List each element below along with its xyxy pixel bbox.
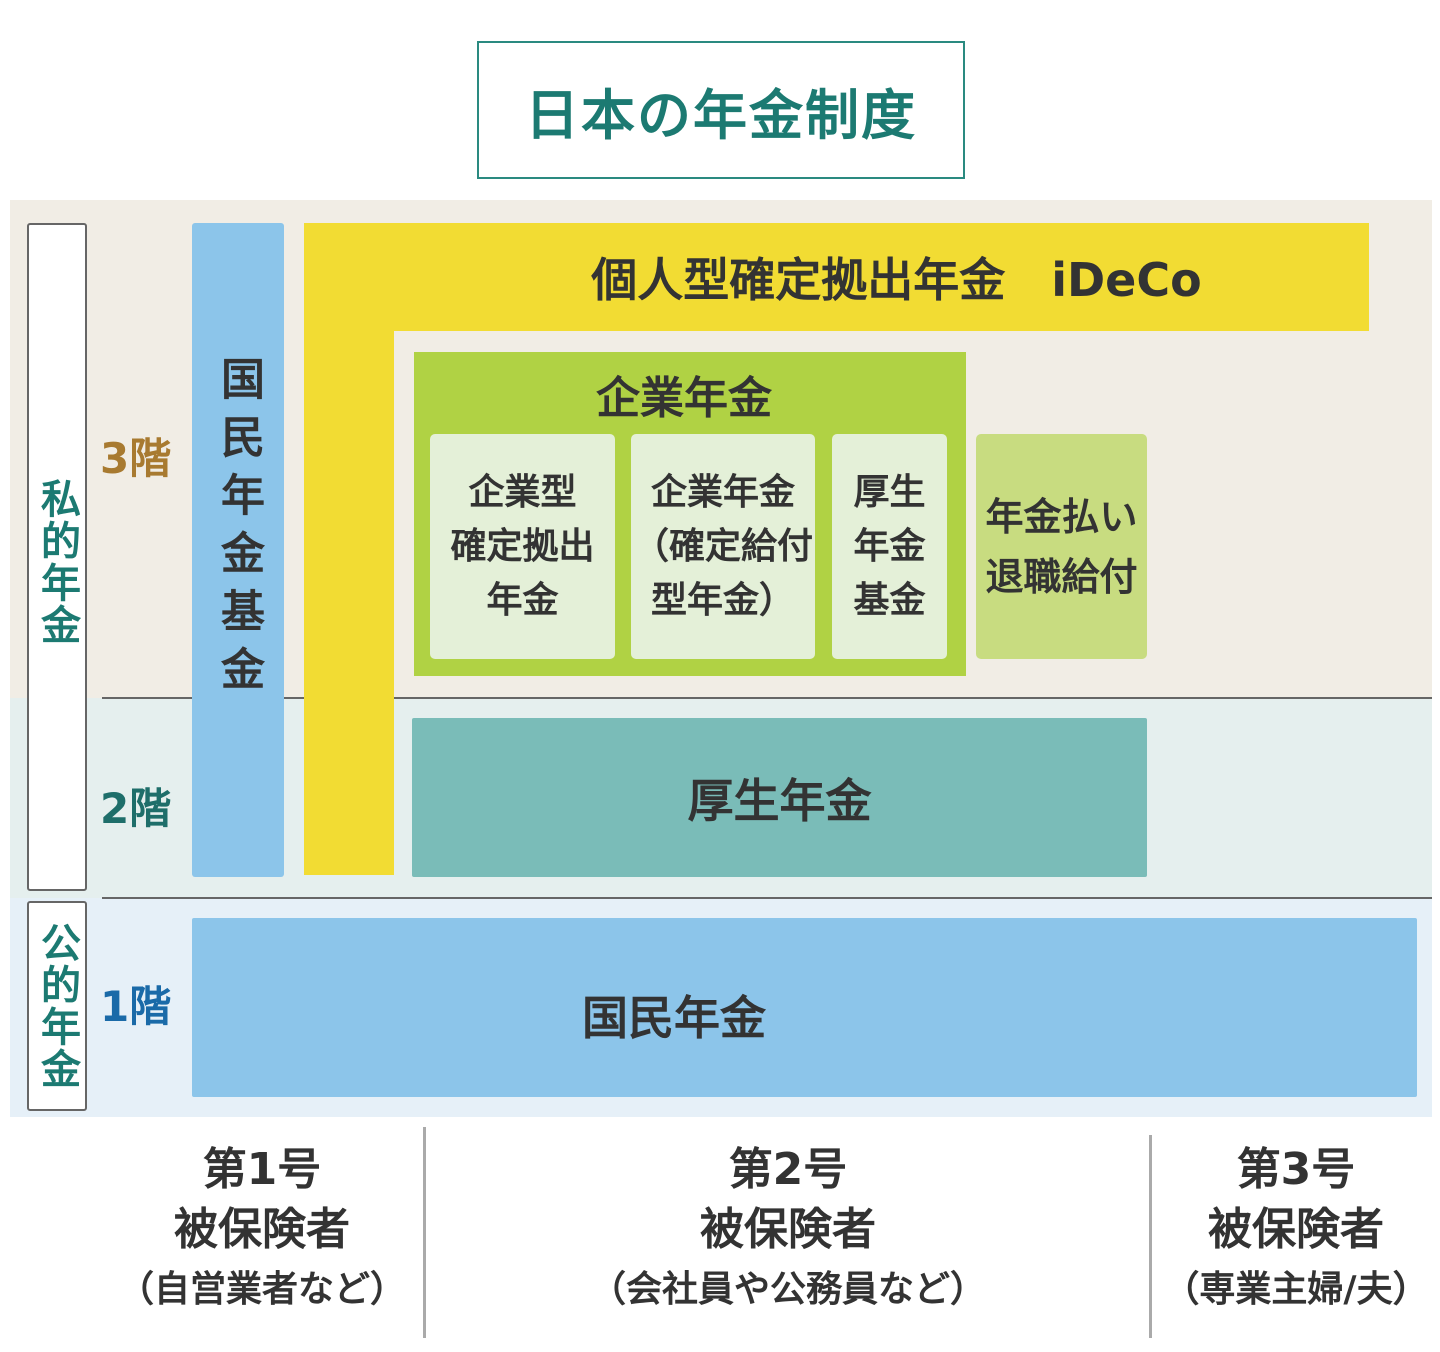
kigyo-dc-block: 企業型確定拠出年金 <box>430 434 615 659</box>
floor-3-label: 3階 <box>100 434 172 483</box>
insured-2: 第2号被保険者 （会社員や公務員など） <box>426 1140 1150 1320</box>
text-line: 厚生 <box>853 471 926 513</box>
kokumin-nenkin-text: 国民年金 <box>582 991 766 1045</box>
ideco-vertical-bar <box>304 223 394 875</box>
kokumin-nenkin-kikin-block: 国民年金基金 <box>192 223 284 877</box>
insured-3: 第3号被保険者 （専業主婦/夫） <box>1152 1140 1440 1320</box>
public-pension-label: 公的年金 <box>27 901 87 1111</box>
text-line: （確定給付 <box>632 525 813 567</box>
kigyo-db-block: 企業年金 （確定給付型年金） <box>631 434 815 659</box>
ideco-text: 個人型確定拠出年金 iDeCo <box>591 253 1202 307</box>
kosei-nenkin-block: 厚生年金 <box>412 718 1147 877</box>
insured-1: 第1号被保険者 （自営業者など） <box>100 1140 424 1320</box>
text-line: 被保険者 <box>174 1204 350 1255</box>
text-line: 被保険者 <box>1208 1204 1384 1255</box>
kokumin-nenkin-block: 国民年金 <box>192 918 1417 1097</box>
column-divider <box>423 1127 426 1338</box>
page-title: 日本の年金制度 <box>477 41 965 179</box>
private-pension-label: 私的年金 <box>27 223 87 891</box>
floor-2-label: 2階 <box>100 784 172 833</box>
divider-line <box>102 897 1432 899</box>
ideco-block: 個人型確定拠出年金 iDeCo <box>304 223 1369 331</box>
text-line: 確定拠出 <box>450 525 595 567</box>
text-line: 第3号 <box>1236 1144 1356 1195</box>
private-pension-text: 私的年金 <box>34 478 80 646</box>
kokumin-nenkin-kikin-text: 国民年金基金 <box>213 356 264 704</box>
public-pension-text: 公的年金 <box>34 922 80 1090</box>
text-line: 企業年金 <box>650 471 795 513</box>
text-line: 年金 <box>853 525 926 567</box>
text-line: 被保険者 <box>700 1204 876 1255</box>
text-line: 企業型 <box>468 471 577 513</box>
floor-1-label: 1階 <box>100 982 172 1031</box>
nenkin-barai-block: 年金払い退職給付 <box>976 434 1147 659</box>
text-line: （自営業者など） <box>117 1269 406 1310</box>
kigyo-nenkin-title: 企業年金 <box>596 373 772 424</box>
text-line: 年金 <box>486 579 559 621</box>
text-line: 型年金） <box>650 579 795 621</box>
kosei-nenkin-text: 厚生年金 <box>687 773 872 828</box>
text-line: 年金払い <box>985 494 1138 539</box>
text-line: 基金 <box>853 579 926 621</box>
kosei-nenkin-kikin-block: 厚生年金基金 <box>832 434 947 659</box>
text-line: 第2号 <box>728 1144 848 1195</box>
text-line: （専業主婦/夫） <box>1163 1269 1429 1310</box>
column-divider <box>1149 1135 1152 1338</box>
text-line: 第1号 <box>202 1144 322 1195</box>
text-line: 退職給付 <box>985 554 1138 599</box>
text-line: （会社員や公務員など） <box>589 1269 986 1310</box>
divider-line <box>102 697 1432 699</box>
